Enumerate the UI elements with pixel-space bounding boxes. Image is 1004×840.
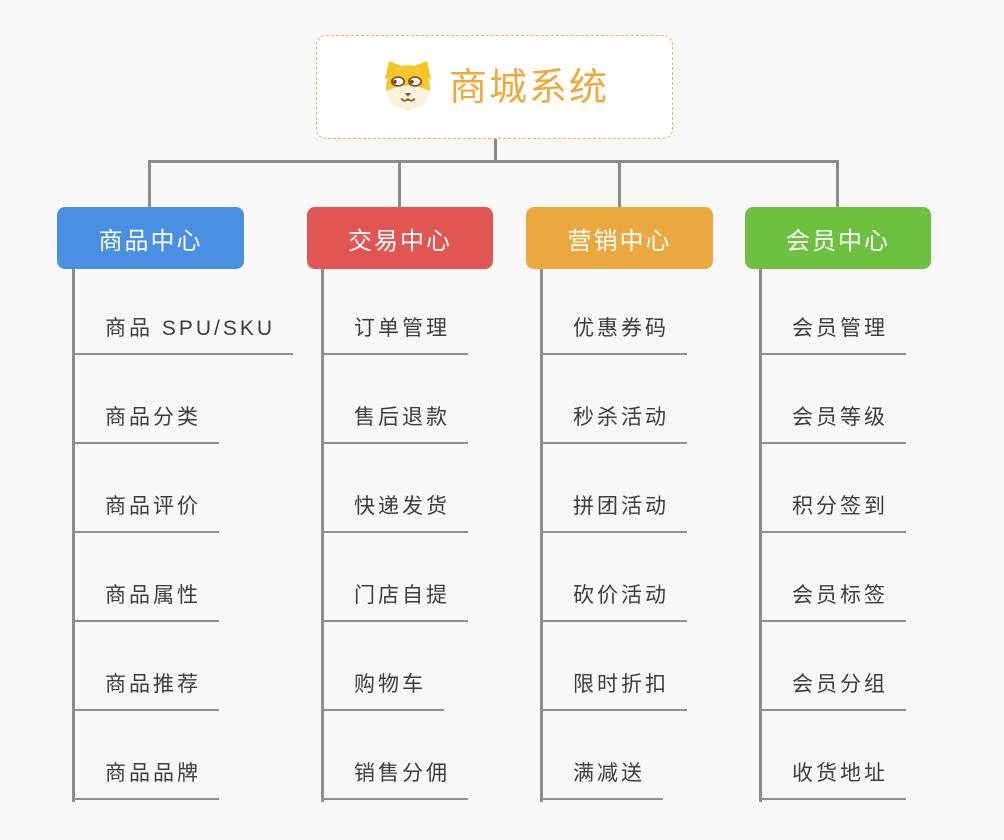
connector-branch-drop — [836, 160, 839, 208]
child-node[interactable]: 会员管理 — [759, 313, 906, 355]
child-node[interactable]: 商品推荐 — [72, 669, 219, 711]
root-title: 商城系统 — [448, 67, 609, 109]
connector-child-spine — [321, 269, 324, 802]
child-node[interactable]: 快递发货 — [321, 491, 468, 533]
child-node[interactable]: 积分签到 — [759, 491, 906, 533]
child-node[interactable]: 商品 SPU/SKU — [72, 313, 294, 355]
branch-label: 商品中心 — [98, 227, 203, 255]
connector-branch-drop — [148, 160, 151, 208]
child-node[interactable]: 商品属性 — [72, 580, 219, 622]
child-node[interactable]: 订单管理 — [321, 313, 468, 355]
child-node[interactable]: 拼团活动 — [540, 491, 687, 533]
child-node[interactable]: 会员标签 — [759, 580, 906, 622]
connector-child-spine — [540, 269, 543, 802]
branch-node-member-center[interactable]: 会员中心 — [745, 207, 931, 269]
child-node[interactable]: 商品评价 — [72, 491, 219, 533]
child-node[interactable]: 收货地址 — [759, 758, 906, 800]
branch-node-product-center[interactable]: 商品中心 — [57, 207, 244, 269]
child-node[interactable]: 会员分组 — [759, 669, 906, 711]
child-node[interactable]: 砍价活动 — [540, 580, 687, 622]
child-node[interactable]: 限时折扣 — [540, 669, 687, 711]
connector-branch-drop — [618, 160, 621, 208]
branch-node-trade-center[interactable]: 交易中心 — [307, 207, 493, 269]
child-node[interactable]: 满减送 — [540, 758, 663, 800]
branch-label: 交易中心 — [348, 227, 452, 255]
connector-branch-drop — [398, 160, 401, 208]
child-node[interactable]: 商品分类 — [72, 402, 219, 444]
child-node[interactable]: 商品品牌 — [72, 758, 219, 800]
child-node[interactable]: 门店自提 — [321, 580, 468, 622]
branch-label: 会员中心 — [786, 227, 890, 255]
branch-label: 营销中心 — [567, 227, 672, 255]
child-node[interactable]: 售后退款 — [321, 402, 468, 444]
dog-face-icon — [380, 60, 436, 115]
branch-node-marketing-center[interactable]: 营销中心 — [526, 207, 713, 269]
connector-child-spine — [759, 269, 762, 802]
child-node[interactable]: 购物车 — [321, 669, 444, 711]
connector-root-drop — [494, 139, 497, 162]
root-node[interactable]: 商城系统 — [316, 35, 673, 139]
child-node[interactable]: 销售分佣 — [321, 758, 468, 800]
child-node[interactable]: 优惠券码 — [540, 313, 687, 355]
connector-child-spine — [72, 269, 75, 802]
child-node[interactable]: 秒杀活动 — [540, 402, 687, 444]
connector-main-rail — [148, 160, 839, 163]
child-node[interactable]: 会员等级 — [759, 402, 906, 444]
